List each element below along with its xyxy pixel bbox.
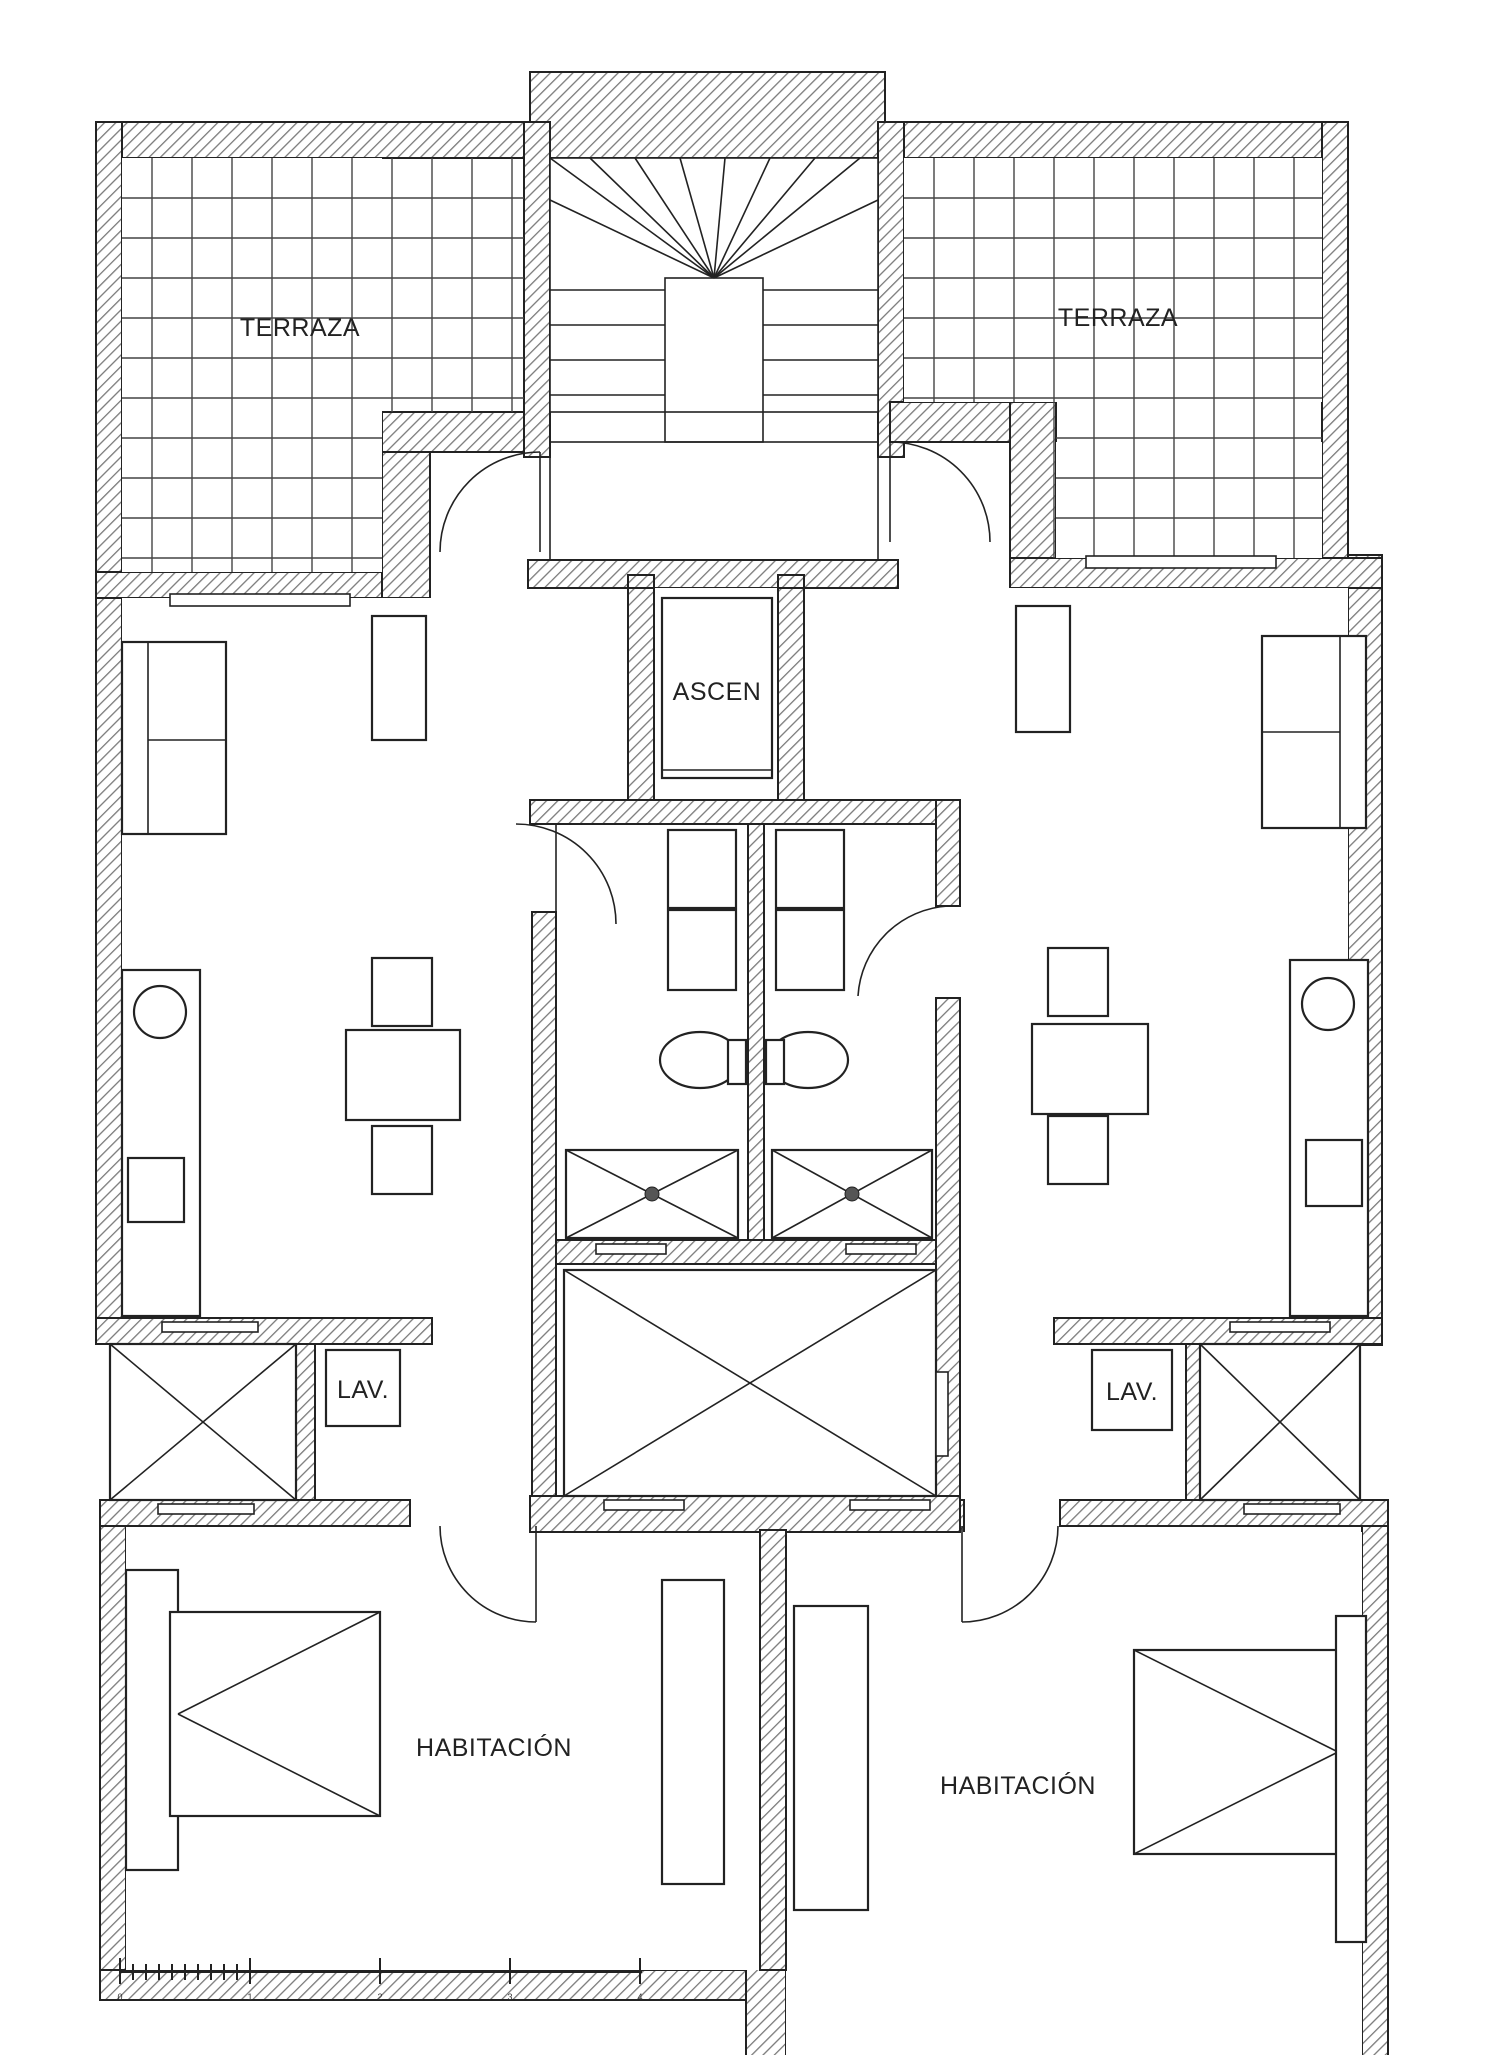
wall-top-right [877, 121, 1349, 159]
scale-tick-1: 1 [247, 1992, 252, 2002]
terrace-right-label: TERRAZA [1058, 304, 1178, 332]
bedroom-right-furniture [792, 1604, 1368, 1944]
central-shaft [562, 1268, 938, 1498]
terrace-right-tiles [904, 158, 1322, 558]
laundry-right-label: LAV. [1106, 1378, 1158, 1406]
scale-tick-2: 2 [377, 1992, 382, 2002]
wall-left-outer [95, 121, 123, 1343]
bathroom-right [764, 828, 934, 1240]
bedroom-left-furniture [124, 1568, 726, 1886]
scale-tick-0: 0 [117, 1992, 122, 2002]
bedroom-right-label: HABITACIÓN [940, 1771, 1096, 1800]
terrace-left-label: TERRAZA [240, 314, 360, 342]
left-living-furniture [120, 614, 462, 1318]
windows [157, 555, 1341, 1515]
left-utility: LAV. [108, 1342, 402, 1502]
wall-stair-left [523, 121, 551, 458]
wall-left-lower [99, 1499, 127, 2001]
wall-terrace-left-top [381, 411, 543, 453]
scale-tick-3: 3 [507, 1992, 512, 2002]
wall-top-center [529, 71, 886, 159]
elevator: ASCEN [660, 596, 774, 780]
wall-right-upper [1321, 121, 1349, 563]
bathroom-left [564, 828, 748, 1240]
staircase [549, 157, 879, 561]
bedroom-left-label: HABITACIÓN [416, 1733, 572, 1762]
scale-tick-4: 4 [637, 1992, 642, 2002]
wall-landing-bottom [527, 559, 899, 589]
terrace-left-tiles [122, 158, 524, 572]
laundry-left-label: LAV. [337, 1376, 389, 1404]
right-utility: LAV. [1090, 1342, 1362, 1502]
elevator-label: ASCEN [673, 678, 762, 706]
doors [439, 441, 1059, 1623]
right-living-furniture [1014, 604, 1370, 1318]
wall-top-left [95, 121, 537, 159]
scale-bar: 0 1 2 3 4 [117, 1958, 643, 2002]
